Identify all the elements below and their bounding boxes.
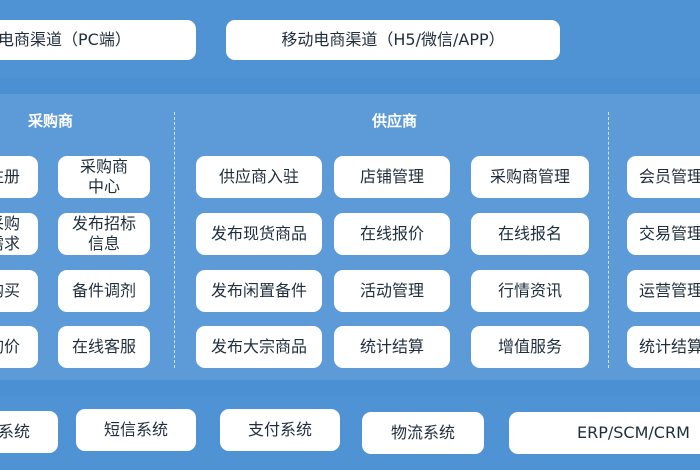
erp-system-box: ERP/SCM/CRM	[509, 412, 700, 454]
operator-item-label: 会员管理	[639, 167, 700, 186]
buyer-item: 发布招标 信息	[58, 213, 150, 255]
supplier-item: 在线报价	[334, 213, 450, 255]
buyer-item: 购买	[0, 270, 38, 312]
supplier-item-label: 采购商管理	[489, 167, 570, 186]
supplier-item-label: 增值服务	[497, 337, 562, 356]
supplier-item: 发布闲置备件	[196, 270, 322, 312]
sms-system-box: 短信系统	[76, 409, 196, 451]
buyer-supplier-divider	[174, 112, 175, 368]
supplier-item: 活动管理	[334, 270, 450, 312]
buyer-item-label: 注册	[0, 167, 21, 186]
erp-system-label: ERP/SCM/CRM	[577, 423, 690, 442]
payment-system-box: 支付系统	[220, 409, 340, 451]
buyer-item-label: 采购商 中心	[79, 157, 128, 196]
buyer-item-label: 备件调剂	[71, 281, 136, 300]
supplier-item: 供应商入驻	[196, 156, 322, 198]
operator-item-label: 交易管理	[639, 224, 700, 243]
buyer-item-label: 采购 需求	[0, 214, 21, 253]
supplier-item: 店铺管理	[334, 156, 450, 198]
mobile-channel-box: 移动电商渠道（H5/微信/APP）	[226, 20, 560, 60]
buyer-item-label: 在线客服	[71, 337, 136, 356]
buyer-item: 询价	[0, 326, 38, 368]
operator-item: 统计结算	[627, 326, 700, 368]
operator-item: 会员管理	[627, 156, 700, 198]
payment-system-label: 支付系统	[247, 420, 312, 439]
system-box: 系统	[0, 411, 58, 453]
buyer-item: 在线客服	[58, 326, 150, 368]
supplier-item-label: 发布现货商品	[210, 224, 307, 243]
sms-system-label: 短信系统	[103, 420, 168, 439]
mobile-channel-label: 移动电商渠道（H5/微信/APP）	[281, 30, 505, 49]
supplier-item: 发布大宗商品	[196, 326, 322, 368]
operator-item-label: 统计结算	[639, 337, 700, 356]
pc-channel-label: 电商渠道（PC端）	[0, 30, 131, 49]
supplier-item-label: 统计结算	[359, 337, 424, 356]
system-label: 系统	[0, 422, 31, 441]
logistics-system-box: 物流系统	[362, 412, 484, 454]
supplier-item: 统计结算	[334, 326, 450, 368]
pc-channel-box: 电商渠道（PC端）	[0, 20, 196, 60]
supplier-item-label: 供应商入驻	[218, 167, 299, 186]
supplier-item-label: 发布大宗商品	[210, 337, 307, 356]
supplier-item: 行情资讯	[471, 270, 589, 312]
buyer-item-label: 询价	[0, 337, 21, 356]
operator-item: 运营管理	[627, 270, 700, 312]
supplier-item-label: 发布闲置备件	[210, 281, 307, 300]
logistics-system-label: 物流系统	[390, 423, 455, 442]
supplier-heading: 供应商	[372, 112, 418, 130]
buyer-item-label: 发布招标 信息	[71, 214, 136, 253]
supplier-item: 在线报名	[471, 213, 589, 255]
supplier-item: 采购商管理	[471, 156, 589, 198]
buyer-item: 备件调剂	[58, 270, 150, 312]
operator-item: 交易管理	[627, 213, 700, 255]
supplier-item-label: 活动管理	[359, 281, 424, 300]
supplier-operator-divider	[608, 112, 609, 368]
supplier-item: 发布现货商品	[196, 213, 322, 255]
supplier-item-label: 行情资讯	[497, 281, 562, 300]
supplier-item: 增值服务	[471, 326, 589, 368]
buyer-heading: 采购商	[28, 112, 74, 130]
buyer-item-label: 购买	[0, 281, 21, 300]
buyer-item: 注册	[0, 156, 38, 198]
operator-item-label: 运营管理	[639, 281, 700, 300]
buyer-item: 采购商 中心	[58, 156, 150, 198]
buyer-item: 采购 需求	[0, 213, 38, 255]
supplier-item-label: 在线报名	[497, 224, 562, 243]
supplier-item-label: 在线报价	[359, 224, 424, 243]
supplier-item-label: 店铺管理	[359, 167, 424, 186]
